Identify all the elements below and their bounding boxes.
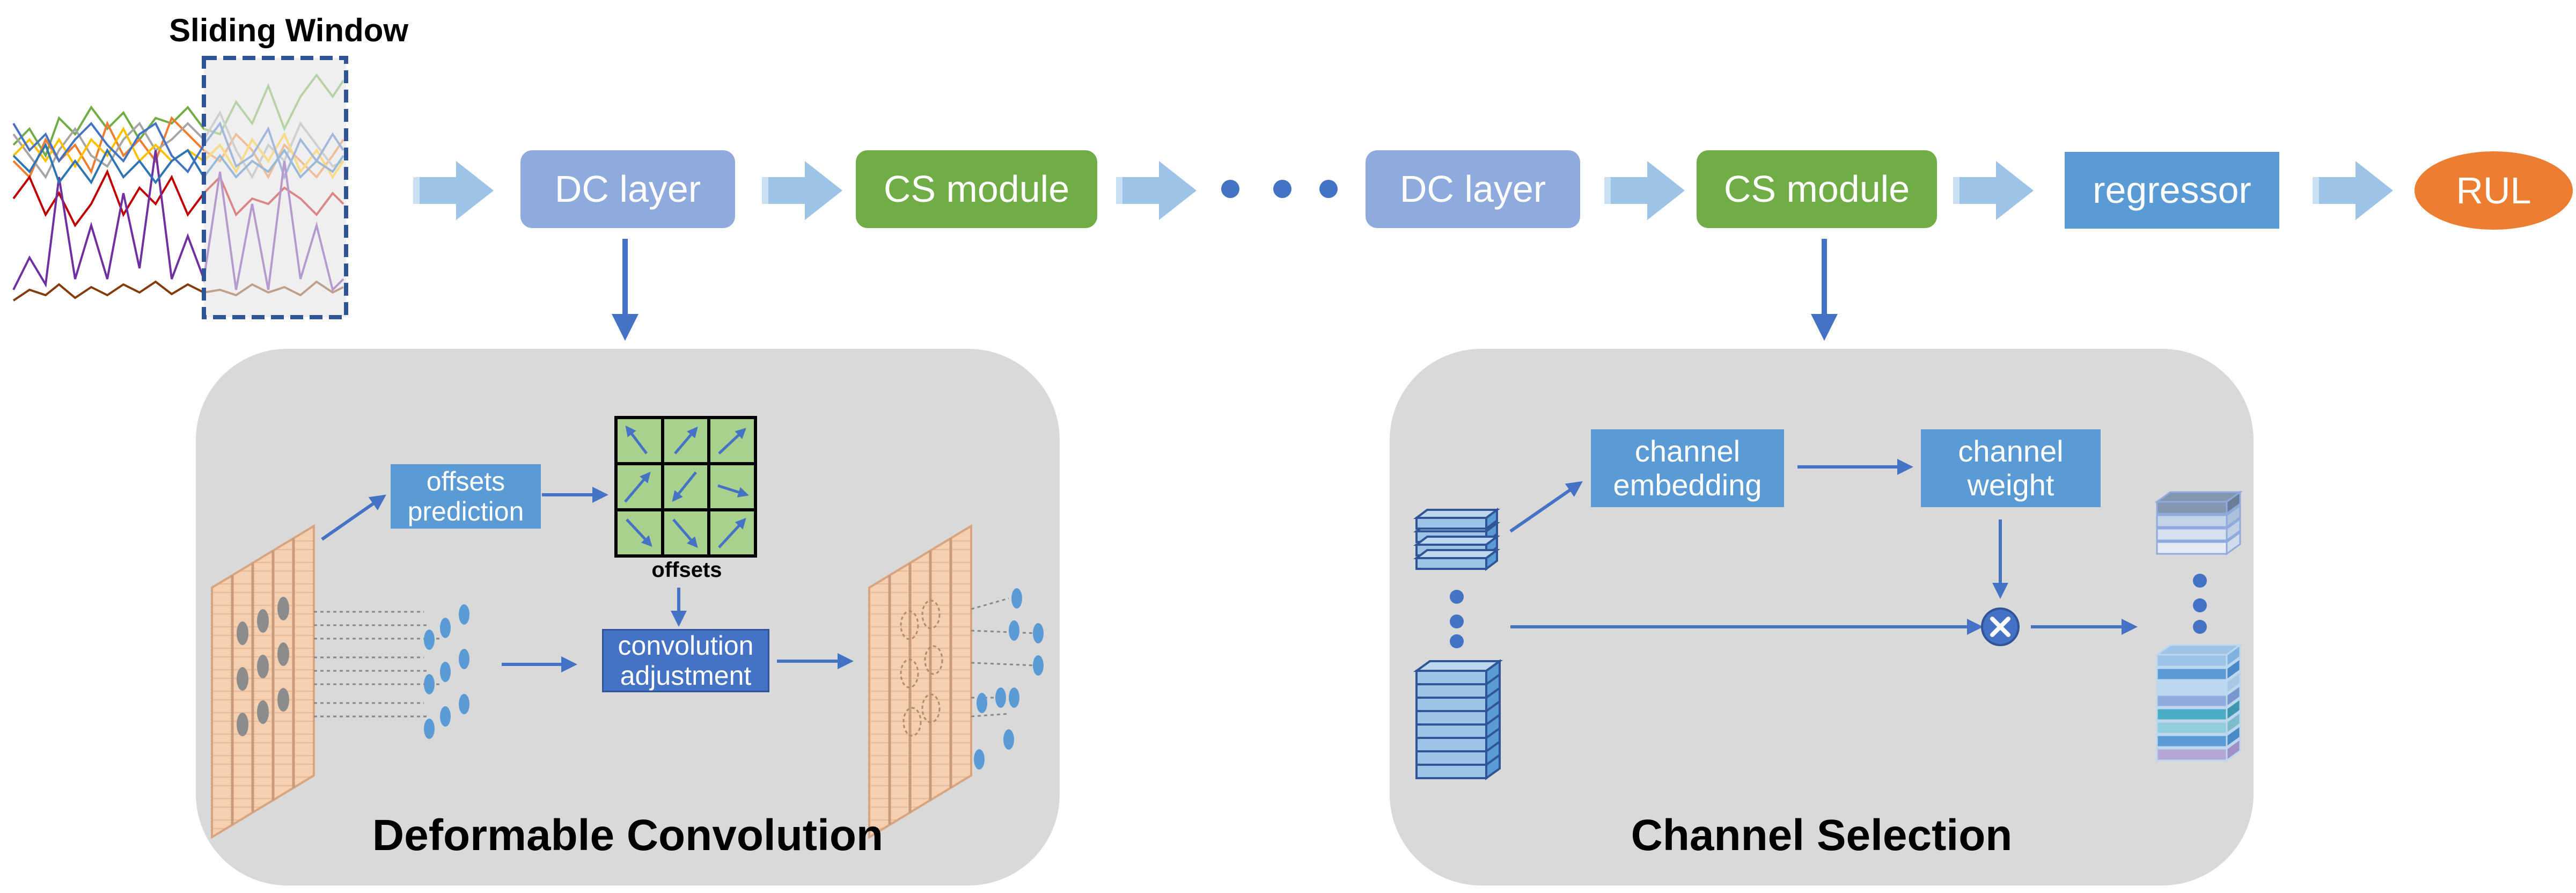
sensor-signals (12, 56, 348, 319)
output-stack-small (2154, 491, 2243, 555)
input-feature-map (211, 524, 469, 839)
offsets-grid (614, 416, 757, 558)
channel-panel (1390, 349, 2254, 885)
flow-arrows (413, 161, 2393, 220)
output-ellipsis (2193, 574, 2207, 634)
output-stack-large (2154, 643, 2243, 762)
multiply-node (1981, 607, 2020, 646)
cs-module-block-1[interactable]: CS module (856, 150, 1097, 228)
cs-module-label: CS module (1723, 168, 1910, 210)
channel-stack-large (1413, 659, 1503, 780)
flow-arrow (2313, 161, 2393, 220)
dc-layer-label: DC layer (1399, 168, 1546, 210)
deformable-convolution-title: Deformable Convolution (372, 811, 884, 860)
offsets-label: offsets (651, 558, 722, 582)
output-feature-map (868, 524, 1044, 839)
regressor-label: regressor (2093, 169, 2251, 211)
regressor-block[interactable]: regressor (2065, 152, 2279, 229)
sliding-window-frame (202, 56, 348, 319)
flow-arrow (1116, 161, 1197, 220)
deformable-connectors (321, 487, 854, 672)
stack-ellipsis (1450, 590, 1464, 648)
flow-arrow (762, 161, 842, 220)
channel-selection-title: Channel Selection (1631, 811, 2013, 860)
pipeline-ellipsis (1221, 180, 1338, 198)
flow-arrow (1604, 161, 1685, 220)
channel-weight-box[interactable]: channel weight (1921, 429, 2101, 507)
offsets-prediction-box[interactable]: offsets prediction (391, 464, 541, 529)
flow-arrow (1953, 161, 2034, 220)
cs-module-label: CS module (883, 168, 1070, 210)
channel-stack-small (1413, 508, 1500, 571)
channel-connectors (1509, 459, 2138, 635)
convolution-adjustment-box[interactable]: convolution adjustment (602, 629, 769, 692)
down-arrows (612, 239, 1838, 341)
channel-embedding-box[interactable]: channel embedding (1591, 429, 1784, 507)
rul-label: RUL (2456, 169, 2531, 211)
rul-output[interactable]: RUL (2414, 151, 2573, 230)
dc-layer-label: DC layer (554, 168, 701, 210)
window-fade (204, 58, 346, 317)
sliding-window-label: Sliding Window (169, 12, 409, 48)
dc-layer-block-1[interactable]: DC layer (520, 150, 735, 228)
flow-arrow (413, 161, 494, 220)
dc-layer-block-2[interactable]: DC layer (1366, 150, 1580, 228)
cs-module-block-2[interactable]: CS module (1697, 150, 1937, 228)
